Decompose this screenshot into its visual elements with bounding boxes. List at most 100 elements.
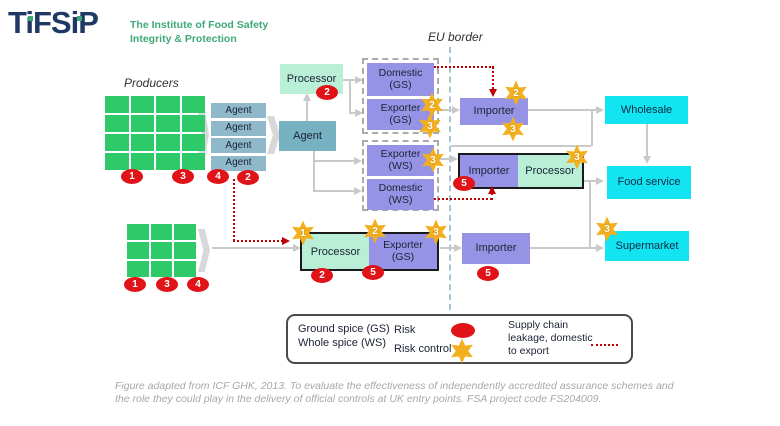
arrowhead-right-icon (596, 106, 604, 114)
legend-ground-spice: Ground spice (GS) (298, 323, 390, 335)
logo-i-dot (77, 16, 82, 21)
node-label: Domestic (378, 181, 423, 194)
arrowhead-right-icon (355, 109, 363, 117)
risk-badge: 4 (187, 277, 209, 292)
legend-risk-control-label: Risk control (394, 343, 452, 355)
node-exporter-gs: Exporter (GS) (367, 99, 434, 130)
risk-control-number: 1 (300, 227, 306, 239)
edge-importer-processor-foodservice (584, 180, 598, 182)
producer-cell (181, 134, 205, 151)
node-agent-1: Agent (211, 103, 266, 118)
risk-number: 1 (132, 279, 138, 290)
leakage-line-domestic-gs (434, 66, 494, 68)
node-label: Exporter (380, 101, 421, 114)
edge-exporter-importer-bottom (440, 247, 456, 249)
legend-risk-label: Risk (394, 324, 416, 336)
risk-number: 1 (129, 171, 135, 182)
risk-badge: 1 (124, 277, 146, 292)
edge-importer-supermarket (530, 247, 598, 249)
producer-cell (156, 115, 180, 132)
risk-number: 5 (485, 268, 491, 279)
gs-group-outline (362, 58, 439, 134)
risk-badge: 3 (172, 169, 194, 184)
risk-number: 5 (370, 267, 376, 278)
leakage-arrowhead-icon (488, 186, 496, 194)
producers-label: Producers (124, 76, 179, 90)
node-sublabel: (GS) (389, 78, 412, 91)
producer-cell (181, 115, 205, 132)
edge-agent-domestic-ws (313, 190, 356, 192)
legend-leakage-line2: leakage, domestic (508, 332, 593, 345)
edge-wholesale-foodservice (646, 124, 648, 157)
producer-cell (156, 153, 180, 170)
node-importer-bottom: Importer (462, 233, 530, 264)
edge-branch-supermarket (589, 181, 591, 248)
producers-grid-small (127, 224, 196, 277)
producer-cell (174, 224, 196, 241)
risk-control-number: 2 (372, 225, 378, 237)
node-agent-3: Agent (211, 138, 266, 153)
leakage-line-domestic-ws (434, 198, 492, 200)
risk-badge: 2 (311, 268, 333, 283)
producer-cell (130, 115, 154, 132)
arrowhead-right-icon (355, 76, 363, 84)
risk-number: 2 (319, 270, 325, 281)
legend-whole-spice: Whole spice (WS) (298, 337, 387, 349)
chevron-arrow-icon (198, 229, 210, 272)
producer-cell (150, 224, 173, 241)
risk-control-number: 3 (510, 123, 516, 135)
chevron-arrow-icon (267, 116, 280, 154)
leakage-line-agent (233, 240, 283, 242)
producer-cell (174, 242, 196, 259)
producer-cell (127, 260, 149, 277)
arrowhead-right-icon (354, 187, 362, 195)
edge-exporter-gs-importer (436, 109, 454, 111)
risk-number: 5 (461, 178, 467, 189)
edge-branch-wholesale (591, 111, 593, 146)
risk-badge: 2 (316, 85, 338, 100)
legend-box: Ground spice (GS) Whole spice (WS) Risk … (286, 314, 633, 364)
node-sublabel: (GS) (389, 113, 412, 126)
risk-control-number: 2 (513, 87, 519, 99)
node-exporter-ws: Exporter (WS) (367, 145, 434, 176)
arrowhead-right-icon (454, 244, 462, 252)
risk-badge: 2 (237, 170, 259, 185)
producer-cell (127, 242, 149, 259)
node-exporter-gs-bottom: Exporter (GS) (369, 234, 437, 269)
legend-leakage-label: Supply chain leakage, domestic to export (508, 319, 593, 358)
producer-cell (150, 242, 173, 259)
arrowhead-right-icon (354, 157, 362, 165)
node-agent-4: Agent (211, 155, 266, 171)
edge-grid-processor (212, 247, 295, 249)
eu-border-line (449, 47, 451, 310)
producer-cell (156, 134, 180, 151)
producer-cell (150, 260, 173, 277)
leakage-line-agent (233, 179, 235, 241)
node-food-service: Food service (607, 166, 691, 199)
producer-cell (181, 153, 205, 170)
risk-number: 2 (324, 87, 330, 98)
risk-control-number: 3 (427, 120, 433, 132)
arrowhead-right-icon (452, 106, 460, 114)
node-label: Domestic (378, 66, 423, 79)
legend-leakage-line1: Supply chain (508, 319, 569, 331)
leakage-arrowhead-icon (282, 237, 290, 245)
node-wholesale: Wholesale (605, 96, 688, 124)
arrowhead-right-icon (596, 177, 604, 185)
node-sublabel: (WS) (388, 159, 413, 172)
risk-badge: 4 (207, 169, 229, 184)
producer-cell (130, 96, 154, 113)
producer-cell (127, 224, 149, 241)
risk-number: 4 (195, 279, 201, 290)
risk-badge: 5 (477, 266, 499, 281)
node-importer-processor: Importer Processor (458, 153, 584, 189)
producer-cell (156, 96, 180, 113)
producer-cell (105, 134, 129, 151)
risk-badge: 1 (121, 169, 143, 184)
node-processor-exporter: Processor Exporter (GS) (300, 232, 439, 271)
logo-wordmark: TiFSiP (8, 5, 99, 40)
producer-cell (130, 134, 154, 151)
producer-cell (105, 153, 129, 170)
risk-control-star-icon (451, 338, 473, 364)
